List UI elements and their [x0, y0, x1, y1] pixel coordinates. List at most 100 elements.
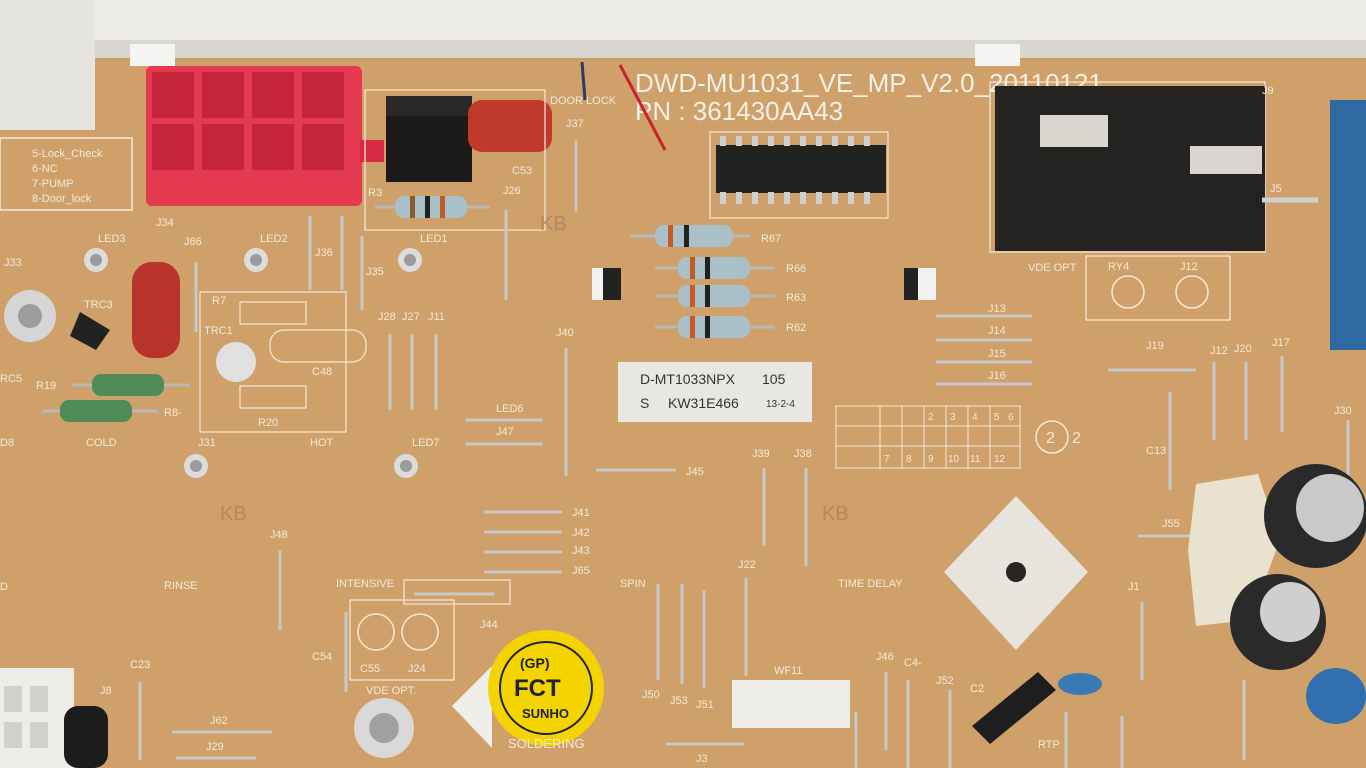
led-3 [84, 248, 108, 272]
j5-label: J5 [1270, 183, 1282, 195]
stamp-top: (GP) [520, 655, 550, 671]
sticker-line1: D-MT1033NPX [640, 371, 736, 387]
r7-label: R7 [212, 295, 226, 307]
rinse-label: RINSE [164, 580, 198, 592]
red-film-capacitor [468, 100, 552, 152]
grid-r2-c2: 8 [906, 454, 912, 465]
c48-label: C48 [312, 366, 332, 378]
d-label: D [0, 581, 8, 593]
j43-label: J65 [572, 565, 590, 577]
sticker-line2b: KW31E466 [668, 395, 739, 411]
r20-label: R20 [258, 417, 278, 429]
sticker-code1: 105 [762, 371, 786, 387]
c48-outline [269, 329, 367, 363]
c55-label: J24 [408, 663, 426, 675]
sticker-label [618, 362, 812, 422]
j1-label: J44 [480, 619, 498, 631]
kb-mark-2: KB [220, 503, 247, 525]
j22-label: J55 [1162, 518, 1180, 530]
j29-label: J50 [642, 689, 660, 701]
led2-label: LED2 [260, 233, 288, 245]
wf11-label: WF11 [774, 665, 803, 677]
silkscreen-grid [835, 405, 1021, 469]
j14-label: J14 [988, 325, 1006, 337]
d8-label: D8 [0, 437, 14, 449]
j11-label: J11 [428, 311, 445, 323]
triac-component [386, 96, 472, 182]
vde-opt2-label: VDE OPT. [366, 685, 416, 697]
jumpers-j13-j16 [936, 314, 1032, 386]
circle-num: 2 [1046, 430, 1055, 447]
connector-note-4: 8-Door_lock [32, 193, 92, 205]
ic-chip [709, 131, 889, 219]
vde-opt-label: VDE OPT [1028, 262, 1077, 274]
intensive-label: INTENSIVE [336, 578, 394, 590]
led3-label: LED3 [98, 233, 126, 245]
j53-label: J3 [696, 753, 708, 765]
blue-cap-small [1058, 673, 1102, 695]
triac-trc3 [70, 312, 110, 350]
led1-label: LED1 [420, 233, 448, 245]
j42-label: J43 [572, 545, 590, 557]
c54-c55-outline [349, 599, 455, 681]
led-6 [394, 454, 418, 478]
j26-label: J26 [503, 185, 521, 197]
time-delay-label: TIME DELAY [838, 578, 903, 590]
j55-label: J1 [1128, 581, 1140, 593]
resistor-r3 [375, 196, 490, 218]
grid-r2-c4: 10 [948, 454, 960, 465]
door-lock-outline [364, 89, 546, 231]
rc5-label: RC5 [0, 373, 22, 385]
j65-label: J48 [270, 529, 288, 541]
r19-label: R19 [36, 380, 56, 392]
r66-label: R66 [786, 263, 806, 275]
white-connector-pin-4 [30, 722, 48, 748]
j40-label: J40 [556, 327, 574, 339]
led6-label: LED7 [412, 437, 440, 449]
r20-outline [239, 385, 307, 409]
j35-label: J35 [366, 266, 384, 278]
j66-label: J66 [184, 236, 202, 248]
j12b-label: J17 [1272, 337, 1290, 349]
r62-label: R62 [786, 322, 806, 334]
electrolytic-c23 [64, 706, 108, 768]
hot-label: HOT [310, 437, 334, 449]
j48-label: J22 [738, 559, 756, 571]
j44-label: C54 [312, 651, 332, 663]
connector-notes-box [0, 137, 133, 211]
door-lock-label: DOOR LOCK [550, 95, 617, 107]
screw-bottom-head [369, 713, 399, 743]
circle-num-2: 2 [1072, 430, 1081, 447]
j39-label: J38 [794, 448, 812, 460]
plastic-frame [0, 0, 1366, 130]
j12-label: J19 [1146, 340, 1164, 352]
grid-r2-c1: 7 [884, 454, 890, 465]
blue-marker-line [580, 61, 587, 101]
connector-note-1: 5-Lock_Check [32, 148, 103, 160]
j27-label: J27 [402, 311, 420, 323]
j19-label: J20 [1234, 343, 1252, 355]
j62-label: J29 [206, 741, 224, 753]
r7-outline [239, 301, 307, 325]
stamp-bottom: SUNHO [522, 706, 569, 721]
resistor-r19 [72, 374, 190, 396]
j3-label: C4- [904, 657, 922, 669]
grid-r1-c2: 3 [950, 412, 956, 423]
board-pn-text: PN : 361430AA43 [635, 96, 843, 126]
sticker-line2: S [640, 395, 649, 411]
j28-label: J28 [378, 311, 396, 323]
c14-pad [1175, 275, 1209, 309]
spacer-block-right [918, 268, 936, 300]
c55-pad [401, 613, 439, 651]
diamond-pad-hole [1006, 562, 1026, 582]
j45-label: J39 [752, 448, 770, 460]
r3-label: R3 [368, 187, 382, 199]
wf11-connector[interactable] [732, 680, 850, 728]
white-connector-left[interactable] [0, 668, 74, 768]
cold-label: COLD [86, 437, 117, 449]
white-connector-pin-1 [4, 686, 22, 712]
c4-label: C2 [970, 683, 984, 695]
j17-label: C13 [1146, 445, 1166, 457]
grid-r1-c1: 2 [928, 412, 934, 423]
connector-note-2: 6-NC [32, 163, 58, 175]
